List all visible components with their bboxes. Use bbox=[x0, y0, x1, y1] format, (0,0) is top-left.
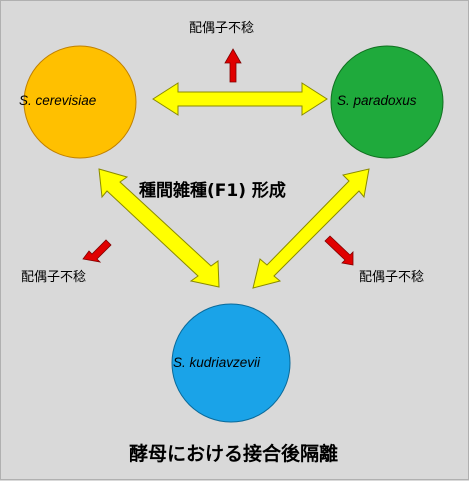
circle-s-kudriavzevii bbox=[171, 303, 291, 423]
label-sterility-left: 配偶子不稔 bbox=[21, 270, 87, 285]
circle-s-paradoxus bbox=[330, 45, 444, 159]
hybrid-arrow-cerevisiae-paradoxus bbox=[152, 82, 328, 116]
sterility-arrow-top bbox=[224, 48, 242, 83]
hybrid-arrow-cerevisiae-kudriavzevii bbox=[98, 168, 220, 288]
label-s-paradoxus: S. paradoxus bbox=[337, 93, 417, 108]
label-s-kudriavzevii: S. kudriavzevii bbox=[173, 355, 261, 370]
label-sterility-top: 配偶子不稔 bbox=[189, 21, 255, 36]
label-sterility-right: 配偶子不稔 bbox=[359, 270, 425, 285]
label-hybrid-formation: 種間雑種(F1) 形成 bbox=[139, 181, 286, 201]
hybrid-arrow-paradoxus-kudriavzevii bbox=[252, 168, 370, 289]
sterility-arrow-left bbox=[82, 239, 112, 263]
sterility-arrow-right bbox=[324, 235, 354, 266]
label-s-cerevisiae: S. cerevisiae bbox=[19, 93, 97, 108]
circle-s-cerevisiae bbox=[23, 45, 137, 159]
diagram-caption: 酵母における接合後隔離 bbox=[129, 443, 339, 465]
